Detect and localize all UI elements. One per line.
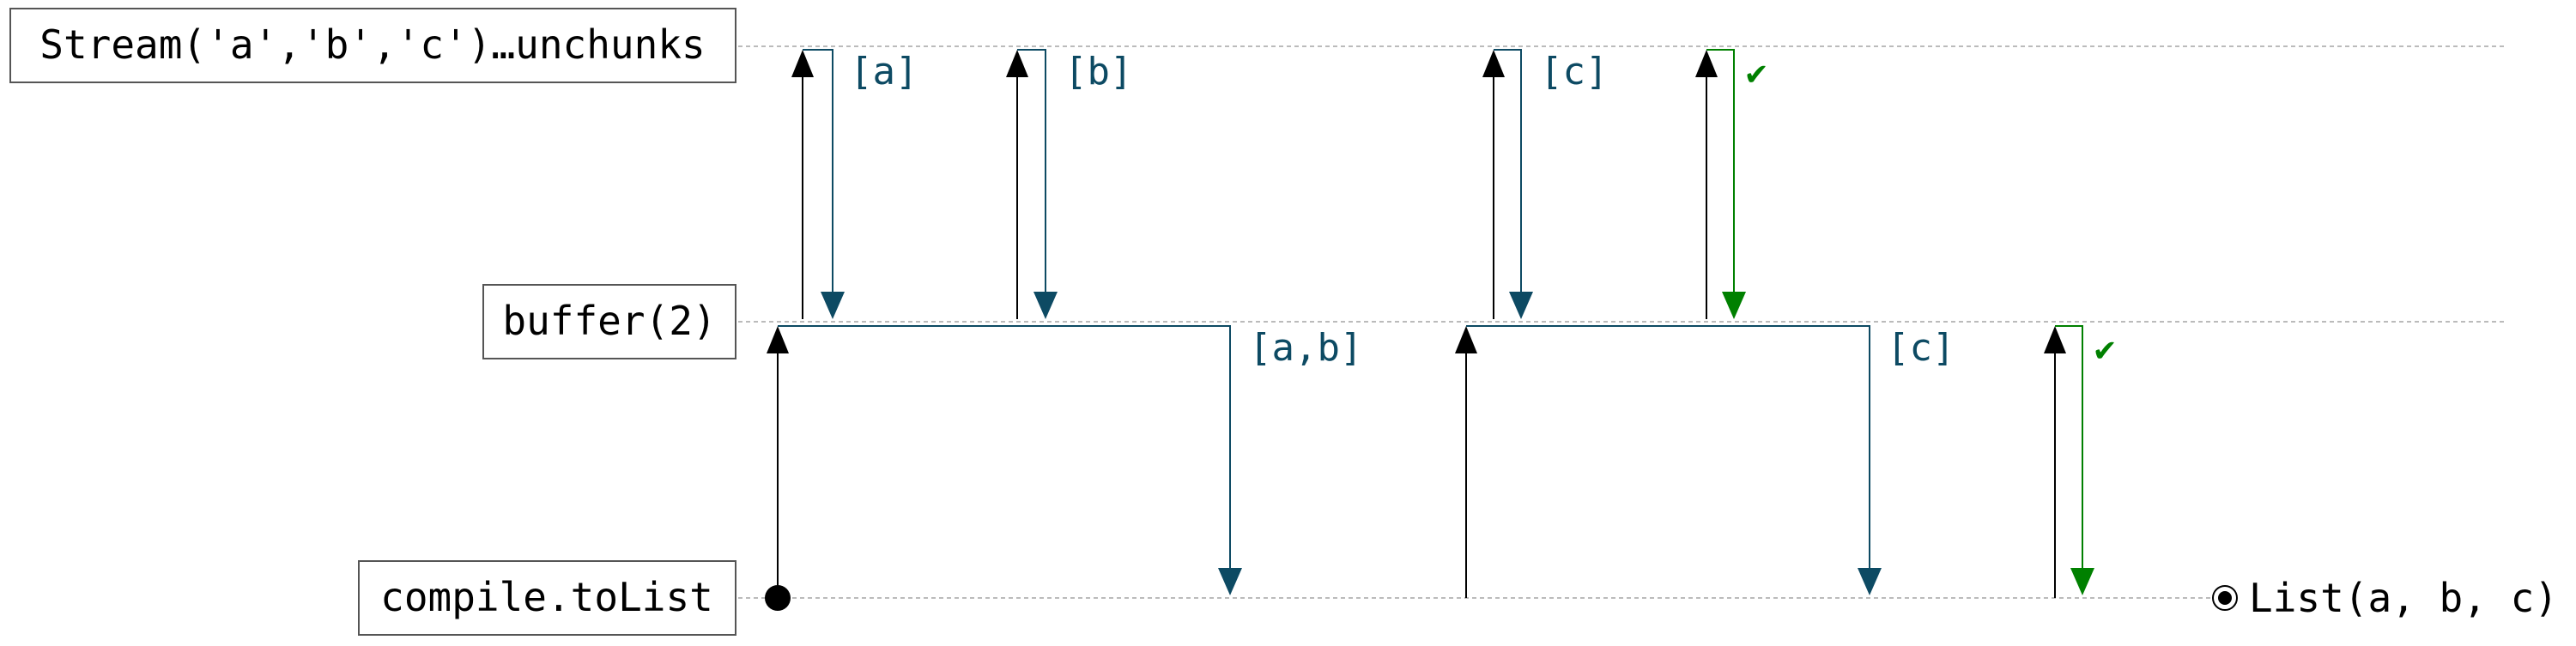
triangle-down-arrow-icon — [1033, 292, 1058, 319]
triangle-down-arrow-icon — [2070, 568, 2094, 595]
emit-label: [c] — [1540, 50, 1608, 94]
emit-label: [a] — [850, 50, 918, 94]
emit-label: [c] — [1887, 326, 1955, 370]
triangle-up-arrow-icon — [1455, 326, 1477, 353]
triangle-down-arrow-icon — [1722, 292, 1746, 319]
emit-line — [778, 325, 1231, 571]
filled-circle-icon — [765, 585, 791, 611]
lane-label-buffer: buffer(2) — [482, 284, 736, 359]
triangle-up-arrow-icon — [1482, 50, 1505, 77]
result-label: List(a, b, c) — [2249, 575, 2558, 621]
triangle-down-arrow-icon — [821, 292, 845, 319]
emit-label: [a,b] — [1249, 326, 1362, 370]
check-mark-icon: ✔ — [2094, 329, 2115, 369]
check-mark-icon: ✔ — [1746, 53, 1767, 93]
triangle-up-arrow-icon — [791, 50, 814, 77]
triangle-up-arrow-icon — [1006, 50, 1028, 77]
lane-label-sink: compile.toList — [358, 560, 736, 636]
triangle-down-arrow-icon — [1858, 568, 1882, 595]
lane-label-source: Stream('a','b','c')…unchunks — [9, 8, 736, 83]
lane-label-source-text: Stream('a','b','c')…unchunks — [39, 21, 705, 68]
triangle-up-arrow-icon — [2044, 326, 2066, 353]
triangle-down-arrow-icon — [1509, 292, 1533, 319]
done-line — [2055, 325, 2083, 571]
emit-label: [b] — [1064, 50, 1132, 94]
emit-line — [803, 49, 833, 295]
emit-line — [1466, 325, 1870, 571]
done-line — [1706, 49, 1735, 295]
lane-label-sink-text: compile.toList — [380, 574, 713, 620]
lane-label-buffer-text: buffer(2) — [502, 298, 716, 344]
triangle-down-arrow-icon — [1218, 568, 1242, 595]
emit-line — [1494, 49, 1522, 295]
triangle-up-arrow-icon — [1695, 50, 1718, 77]
result: List(a, b, c) — [2212, 575, 2558, 621]
emit-line — [1017, 49, 1046, 295]
bullseye-icon-center — [2218, 591, 2232, 605]
triangle-up-arrow-icon — [767, 326, 789, 353]
